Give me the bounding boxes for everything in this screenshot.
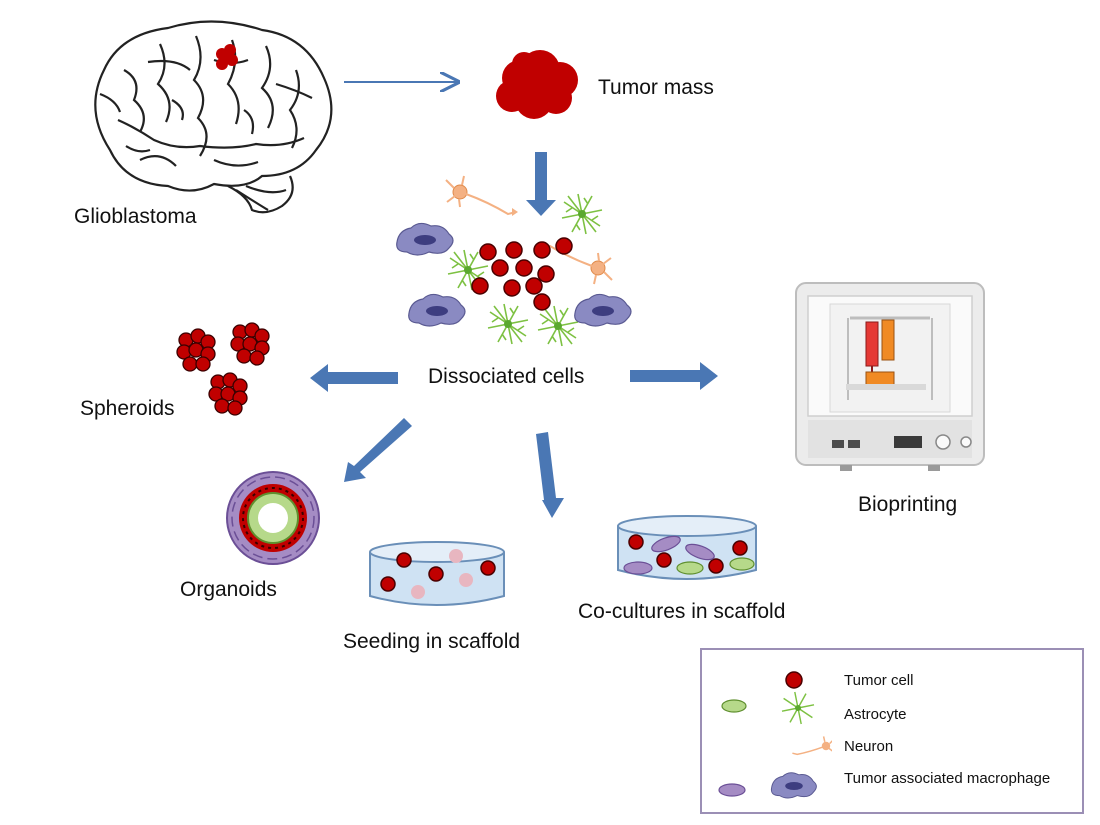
spheroids-illustration bbox=[176, 322, 270, 416]
legend-tumor-cell: Tumor cell bbox=[844, 672, 914, 689]
dissociated-cells-cluster bbox=[396, 175, 632, 347]
legend-symbols bbox=[718, 671, 832, 799]
tumor-mass-label: Tumor mass bbox=[598, 76, 714, 99]
bioprinter-illustration bbox=[795, 282, 985, 471]
seeding-dish-illustration bbox=[369, 541, 505, 606]
tumor-mass-illustration bbox=[496, 50, 578, 119]
bioprinting-label: Bioprinting bbox=[858, 493, 958, 516]
brain-tumor bbox=[216, 44, 238, 70]
organoid-illustration bbox=[226, 471, 320, 565]
arrow-to-organoids bbox=[344, 418, 412, 482]
tumor-cell-symbol bbox=[785, 671, 803, 689]
arrow-to-bioprinting bbox=[630, 362, 718, 390]
legend: Tumor cell Astrocyte Neuron Tumor associ… bbox=[700, 648, 1084, 814]
legend-macrophage: Tumor associated macrophage bbox=[844, 770, 1051, 787]
neuron-symbol bbox=[792, 736, 832, 756]
legend-neuron: Neuron bbox=[844, 738, 894, 755]
arrow-to-spheroids bbox=[310, 364, 398, 392]
organoids-label: Organoids bbox=[180, 578, 277, 601]
astrocyte-symbol bbox=[721, 691, 815, 725]
seeding-label: Seeding in scaffold bbox=[343, 630, 521, 653]
dissociated-cells-label: Dissociated cells bbox=[428, 365, 585, 388]
spheroids-label: Spheroids bbox=[80, 397, 175, 420]
glioblastoma-label: Glioblastoma bbox=[74, 205, 197, 228]
legend-astrocyte: Astrocyte bbox=[844, 706, 907, 723]
macrophage-symbol bbox=[718, 772, 817, 799]
brain-illustration bbox=[94, 20, 333, 214]
arrow-to-dissociated bbox=[526, 152, 556, 216]
arrow-to-cocultures bbox=[536, 432, 564, 518]
cocultures-label: Co-cultures in scaffold bbox=[578, 600, 786, 623]
coculture-dish-illustration bbox=[617, 515, 757, 580]
